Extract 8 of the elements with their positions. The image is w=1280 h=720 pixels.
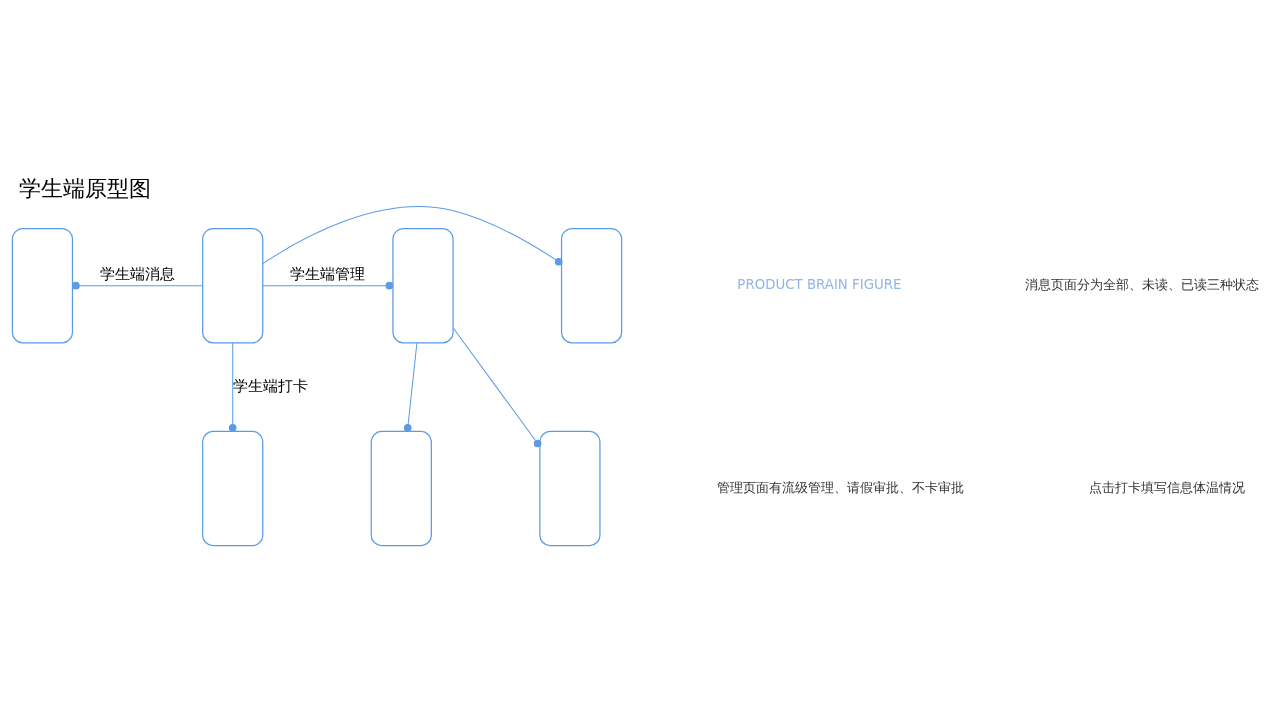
- label: 管理页面有流级管理、请假审批、不卡审批: [716, 479, 964, 495]
- label: 点击打卡填写信息体温情况: [1088, 479, 1245, 495]
- edge-label: 学生端消息: [100, 264, 176, 282]
- diagram-title: 学生端原型图: [18, 175, 151, 201]
- label: 消息页面分为全部、未读、已读三种状态: [1025, 276, 1260, 292]
- label: PRODUCT BRAIN FIGURE: [737, 276, 902, 292]
- edge-label: 学生端管理: [290, 264, 366, 282]
- edge-label: 学生端打卡: [233, 376, 309, 395]
